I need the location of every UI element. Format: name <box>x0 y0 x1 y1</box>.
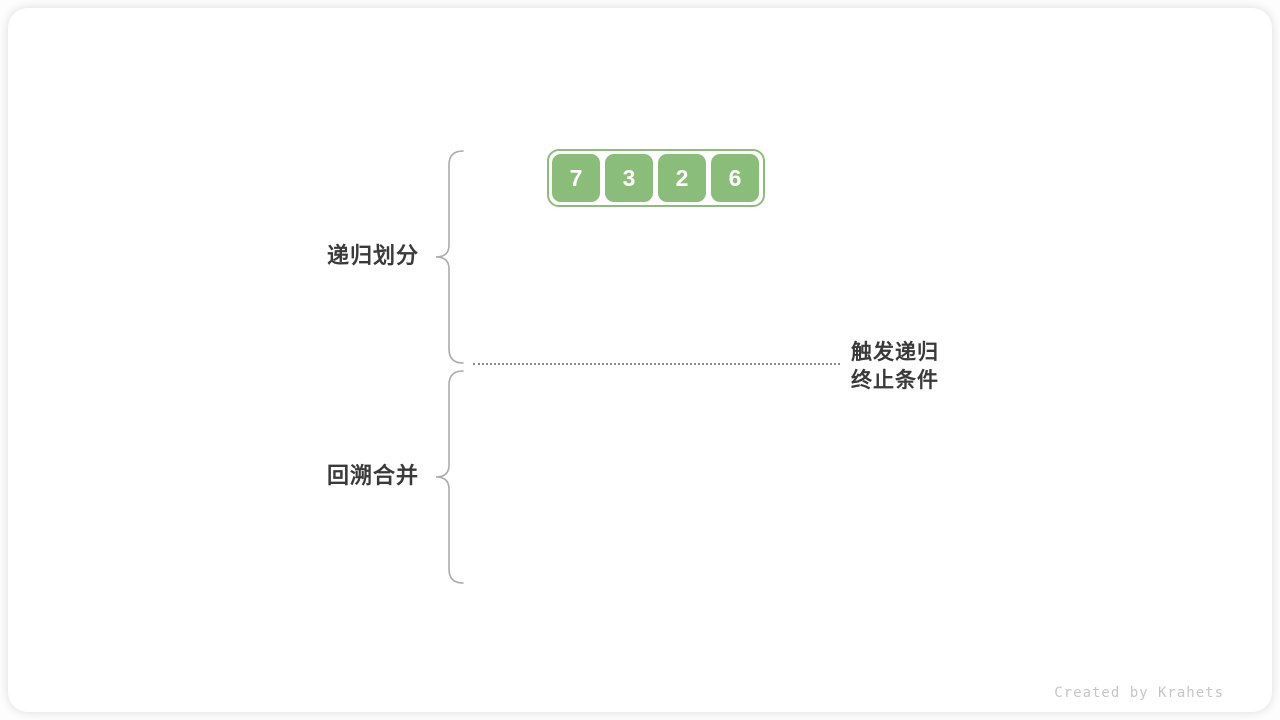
backtrack-merge-label: 回溯合并 <box>326 463 419 488</box>
array-cell: 2 <box>658 154 706 202</box>
array-cell: 7 <box>552 154 600 202</box>
recursive-divide-brace-icon <box>435 150 464 364</box>
backtrack-merge-brace-icon <box>435 370 464 584</box>
watermark-text: Created by Krahets <box>1054 685 1224 701</box>
array-container: 7 3 2 6 <box>547 149 765 207</box>
termination-condition-label: 触发递归 终止条件 <box>851 339 991 395</box>
recursive-divide-label: 递归划分 <box>326 243 419 268</box>
array-cell: 6 <box>711 154 759 202</box>
array-cell: 3 <box>605 154 653 202</box>
canvas-card: 7 3 2 6 递归划分 回溯合并 触发递归 终止条件 Created by K… <box>8 8 1272 712</box>
termination-dotted-line <box>473 363 840 365</box>
termination-condition-line1: 触发递归 <box>851 341 939 364</box>
termination-condition-line2: 终止条件 <box>851 369 939 392</box>
